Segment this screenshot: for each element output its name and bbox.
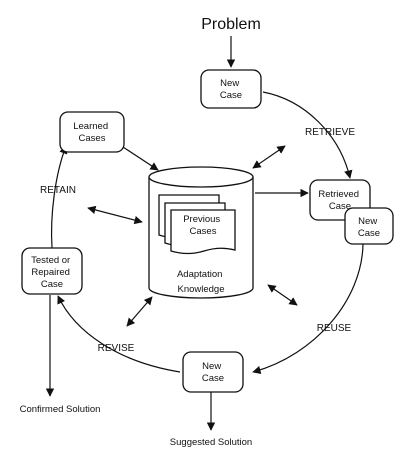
svg-text:New Case: New Case xyxy=(202,361,224,384)
step-reuse: REUSE xyxy=(317,323,352,334)
reuse-link-arrow xyxy=(267,284,298,306)
svg-text:Learned Cases: Learned Cases xyxy=(73,121,111,144)
retrieved-new-case-node: New Case xyxy=(344,207,394,245)
svg-text:New Case: New Case xyxy=(358,216,380,239)
learned-cases-node: Learned Cases xyxy=(59,111,125,153)
step-retain: RETAIN xyxy=(40,185,76,196)
new-case-top-node: New Case xyxy=(200,69,262,109)
revise-link-arrow xyxy=(126,296,153,327)
tested-repaired-case-node: Tested or Repaired Case xyxy=(21,247,83,295)
previous-cases-stack xyxy=(158,194,236,255)
step-retrieve: RETRIEVE xyxy=(305,127,355,138)
retain-arc xyxy=(50,145,68,249)
retain-link-arrow xyxy=(87,205,143,225)
reuse-arc xyxy=(252,243,364,375)
retrieve-arc xyxy=(262,91,353,179)
previous-cases-label: Previous Cases xyxy=(183,214,223,237)
learned-to-casebase-arrow xyxy=(122,146,159,171)
adaptation-knowledge-label: Adaptation Knowledge xyxy=(177,269,225,295)
svg-text:New Case: New Case xyxy=(220,78,242,101)
svg-text:Retrieved Case: Retrieved Case xyxy=(318,189,361,212)
svg-text:Tested or Repaired: Tested or Repaired Case xyxy=(31,255,73,290)
step-revise: REVISE xyxy=(98,343,135,354)
suggested-solution-label: Suggested Solution xyxy=(170,437,252,448)
confirmed-solution-label: Confirmed Solution xyxy=(20,404,101,415)
problem-title: Problem xyxy=(201,16,261,33)
retrieve-link-arrow xyxy=(252,145,286,169)
new-case-bottom-node: New Case xyxy=(182,351,244,393)
revise-arc xyxy=(57,295,181,373)
